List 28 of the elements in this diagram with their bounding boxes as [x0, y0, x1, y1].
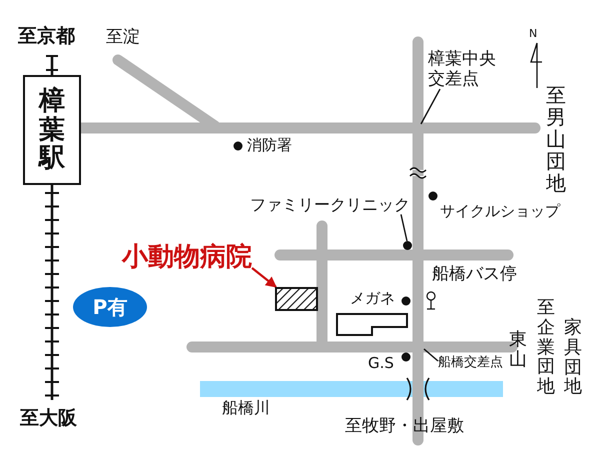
map-label: 消防署	[247, 137, 292, 154]
map-label: 船橋バス停	[432, 265, 517, 285]
map-label: 至大阪	[20, 408, 77, 430]
map-label: 至淀	[106, 28, 140, 48]
station-name: 樟葉駅	[39, 87, 65, 173]
map-label: 至牧野・出屋敷	[345, 417, 464, 437]
map-label: サイクルショップ	[440, 203, 560, 220]
intersection-name: 船橋交差点	[438, 356, 504, 371]
map-label: メガネ	[350, 290, 395, 308]
intersection-name: 樟葉中央交差点	[428, 50, 497, 90]
vertical-map-label: 至企業団地	[537, 298, 555, 397]
parking-badge: P有	[73, 287, 147, 327]
vertical-map-label: 至男山団地	[546, 84, 566, 194]
location-dot	[403, 241, 412, 250]
pointer-arrow	[251, 267, 277, 288]
clinic-name: ファミリークリニック	[249, 196, 410, 214]
map-label: G.S	[368, 355, 394, 372]
hospital-name: 小動物病院	[120, 243, 252, 273]
map-label: N	[529, 28, 538, 41]
leader-line	[420, 88, 441, 124]
vertical-map-label: 家具団地	[564, 318, 582, 398]
map-label: 船橋川	[222, 399, 270, 418]
hospital-building	[275, 287, 318, 311]
vertical-map-label: 東山	[509, 330, 527, 370]
leader-line	[424, 348, 438, 362]
leader-line	[400, 214, 408, 242]
station-box	[23, 75, 81, 185]
map-label: 至京都	[18, 26, 75, 48]
